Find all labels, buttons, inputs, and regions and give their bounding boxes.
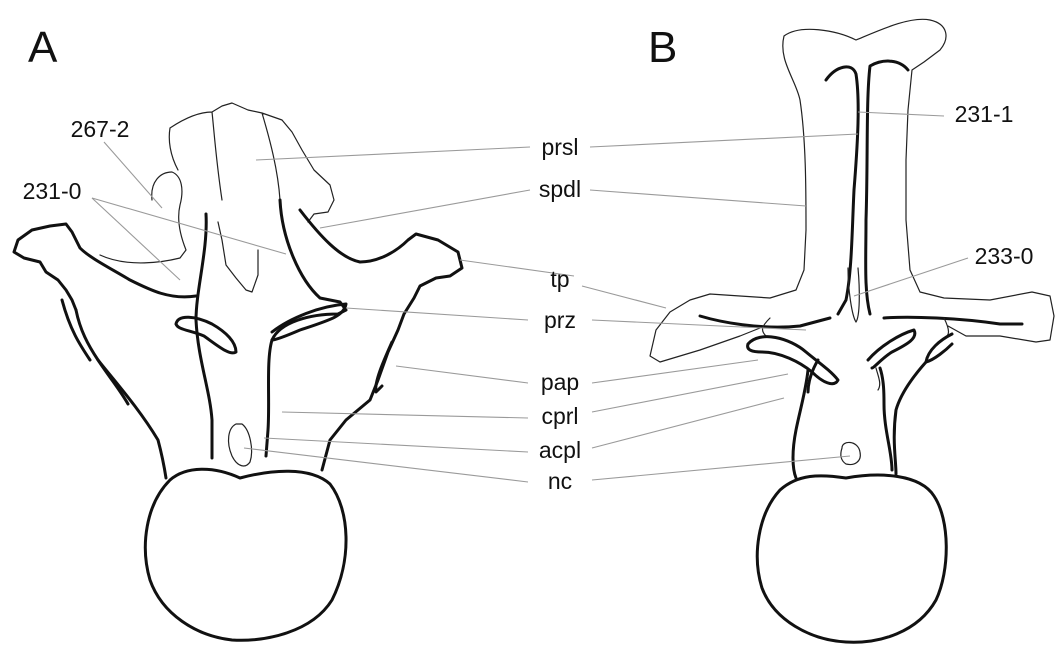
panel-b-right-tp — [884, 317, 1022, 324]
label-pap: pap — [541, 369, 579, 395]
panel-b-neural-canal — [841, 442, 861, 464]
leader-267-2 — [104, 142, 162, 208]
panel-b-right-column-hook — [876, 368, 880, 390]
character-231-1: 231-1 — [955, 101, 1014, 127]
panel-a-letter: A — [28, 23, 58, 72]
panel-b-right-spine-groove — [866, 61, 908, 314]
leader-prz-b — [592, 320, 806, 330]
panel-b-left-spine-groove — [826, 67, 858, 314]
leader-pap-b — [592, 360, 758, 383]
panel-a-centrum — [145, 469, 346, 640]
panel-a-left-inner — [62, 300, 128, 404]
panel-b-right-column — [880, 368, 892, 470]
panel-b-right-column-outer — [894, 362, 926, 474]
leader-prsl-b — [590, 134, 858, 147]
label-acpl: acpl — [539, 437, 581, 463]
panel-a-right-tp — [300, 210, 462, 470]
panel-a-left-tp — [14, 224, 196, 310]
leader-tp-b — [582, 286, 666, 308]
label-nc: nc — [548, 468, 572, 494]
leader-spdl-b — [590, 190, 806, 206]
leader-prsl-a — [256, 147, 530, 160]
leader-cprl-b — [592, 374, 788, 412]
panel-b-right-pap — [926, 334, 952, 362]
label-tp: tp — [550, 266, 569, 292]
leader-pap-a — [396, 366, 528, 383]
character-231-0: 231-0 — [23, 178, 82, 204]
label-cprl: cprl — [541, 403, 578, 429]
leader-acpl-b — [592, 398, 784, 448]
leader-231-0-b — [92, 198, 286, 254]
leader-cprl-a — [282, 412, 528, 418]
panel-b-left-prz — [748, 337, 838, 384]
leader-231-1 — [858, 112, 944, 116]
panel-a-neural-spine — [169, 103, 334, 292]
character-233-0: 233-0 — [975, 243, 1034, 269]
label-spdl: spdl — [539, 176, 581, 202]
panel-b-centrum — [757, 475, 946, 642]
panel-a-neural-canal — [229, 424, 252, 466]
panel-b-right-prz — [868, 330, 915, 368]
leader-233-0 — [854, 258, 968, 296]
label-prz: prz — [544, 307, 576, 333]
panel-b-letter: B — [648, 23, 677, 72]
character-267-2: 267-2 — [71, 116, 130, 142]
panel-b-left-column — [793, 370, 808, 478]
leader-acpl-a — [264, 438, 528, 452]
leader-spdl-a — [320, 190, 530, 228]
panel-a-left-prz — [176, 317, 236, 353]
leader-prz-a — [346, 308, 528, 320]
label-prsl: prsl — [541, 134, 578, 160]
panel-a-right-prz — [272, 304, 346, 340]
leader-lines — [92, 112, 968, 482]
